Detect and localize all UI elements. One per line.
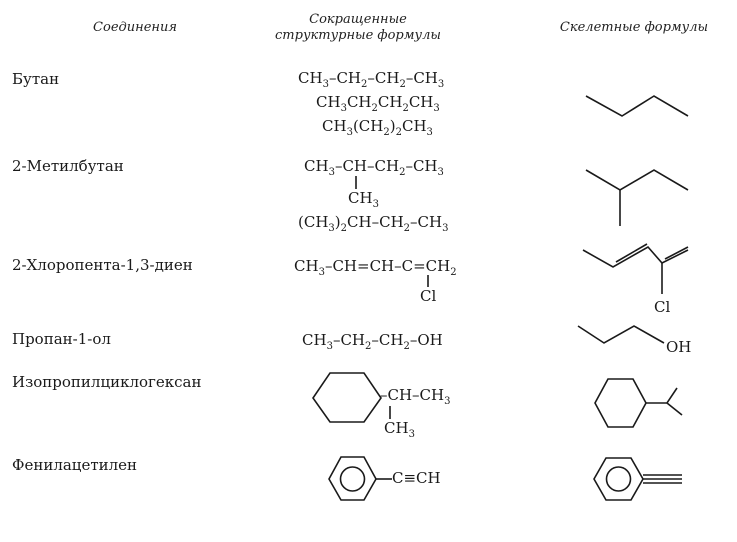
formula-isopropyl-branch: CH3 bbox=[384, 419, 415, 440]
compound-name-methylbutane: 2-Метилбутан bbox=[12, 157, 124, 175]
formula-phenylacetylene-chain: C≡CH bbox=[392, 469, 441, 487]
condensed-benzene-circle bbox=[339, 466, 366, 492]
formula-butane-3: CH3(CH2)2CH3 bbox=[322, 117, 433, 138]
skeletal-isopropyl-branch bbox=[666, 402, 683, 416]
formula-butane-1: CH3–CH2–CH2–CH3 bbox=[298, 69, 445, 90]
skeletal-propanol bbox=[577, 325, 665, 344]
skeletal-chloropentadiene-double-1 bbox=[615, 243, 648, 263]
compound-name-butane: Бутан bbox=[12, 70, 60, 88]
compound-name-phenylacetylene: Фенилацетилен bbox=[12, 456, 138, 474]
formula-chloropentadiene-cl: Cl bbox=[420, 287, 437, 305]
skeletal-butane bbox=[585, 95, 689, 117]
header-condensed: Сокращенные структурные формулы bbox=[268, 12, 448, 44]
skeletal-propanol-oh: OH bbox=[666, 338, 691, 356]
condensed-cyclohexane-ring bbox=[312, 372, 382, 423]
formula-methylbutane-branch: CH3 bbox=[348, 189, 379, 210]
condensed-benzene-ring bbox=[328, 456, 377, 501]
formula-propanol: CH3–CH2–CH2–OH bbox=[302, 331, 443, 352]
formula-butane-2: CH3CH2CH2CH3 bbox=[316, 93, 440, 114]
header-compounds: Соединения bbox=[93, 20, 177, 35]
skeletal-chloropentadiene-double-2 bbox=[664, 246, 689, 260]
skeletal-chloropentadiene-chain bbox=[582, 245, 689, 268]
skeletal-cyclohexane-ring bbox=[594, 378, 647, 428]
header-condensed-line2: структурные формулы bbox=[275, 28, 441, 43]
skeletal-benzene-circle bbox=[605, 466, 632, 492]
compound-name-chloropentadiene: 2-Хлоропента-1,3-диен bbox=[12, 256, 193, 274]
header-skeletal: Скелетные формулы bbox=[559, 20, 709, 35]
skeletal-isopropyl-chain bbox=[646, 387, 678, 404]
compound-name-isopropylcyclohexane: Изопропилциклогексан bbox=[12, 373, 202, 391]
skeletal-methylbutane-chain bbox=[585, 169, 689, 191]
formula-chloropentadiene-chain: CH3–CH=CH–C=CH2 bbox=[294, 257, 457, 278]
header-condensed-line1: Сокращенные bbox=[309, 12, 407, 27]
formula-methylbutane-chain: CH3–CH–CH2–CH3 bbox=[304, 157, 444, 178]
formula-isopropyl-chain: –CH–CH3 bbox=[380, 386, 451, 407]
skeletal-chloropentadiene-cl: Cl bbox=[654, 298, 670, 316]
compound-name-propanol: Пропан-1-ол bbox=[12, 330, 111, 348]
formula-methylbutane-alt: (CH3)2CH–CH2–CH3 bbox=[298, 213, 449, 234]
skeletal-benzene-ring bbox=[593, 457, 644, 501]
